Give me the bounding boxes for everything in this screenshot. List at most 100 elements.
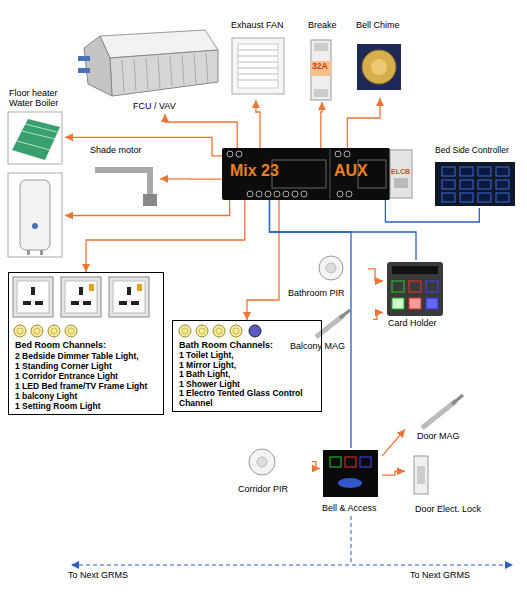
node-label: Bed Side Controller bbox=[435, 146, 509, 156]
bus-line bbox=[72, 516, 512, 565]
main-controller bbox=[344, 151, 350, 157]
push-button bbox=[31, 325, 43, 337]
socket-symbol bbox=[71, 301, 79, 305]
main-controller bbox=[236, 151, 242, 157]
main-controller bbox=[227, 151, 233, 157]
bedside-controller bbox=[496, 167, 509, 176]
main-controller bbox=[394, 178, 408, 188]
connector bbox=[160, 178, 222, 180]
water-boiler bbox=[27, 250, 30, 255]
shade-motor bbox=[95, 170, 157, 206]
connector bbox=[347, 98, 380, 148]
exhaust-fan bbox=[232, 38, 284, 94]
socket-symbol bbox=[13, 277, 149, 317]
bus-line bbox=[351, 516, 352, 565]
door-lock bbox=[417, 466, 425, 484]
main-controller bbox=[265, 191, 271, 197]
bus-label: To Next GRMS bbox=[68, 570, 128, 580]
exhaust-fan bbox=[238, 80, 278, 81]
device-node: Bell Chime bbox=[352, 20, 408, 98]
push-button bbox=[216, 328, 222, 334]
mag-sensor bbox=[316, 315, 344, 337]
bedside-controller bbox=[496, 180, 509, 189]
mag-sensor bbox=[316, 310, 463, 428]
floor-heater bbox=[17, 141, 50, 150]
node-text: AUX bbox=[334, 162, 368, 180]
fcu-unit bbox=[182, 55, 184, 85]
exhaust-fan bbox=[238, 68, 278, 69]
connector bbox=[382, 471, 405, 475]
bell-access-panel bbox=[360, 457, 371, 467]
fcu-unit bbox=[146, 58, 148, 89]
push-button bbox=[249, 325, 261, 337]
bedside-controller bbox=[442, 167, 455, 176]
device-node: Mix 23AUXELCB bbox=[222, 148, 412, 200]
socket-symbol bbox=[17, 281, 49, 313]
node-text: 1 Bath Light, bbox=[179, 370, 230, 380]
push-button bbox=[230, 325, 242, 337]
push-button bbox=[68, 328, 74, 334]
device-node: Breake32A bbox=[305, 20, 339, 102]
floor-heater bbox=[8, 112, 62, 164]
bedside-controller bbox=[478, 193, 491, 202]
breaker-symbol bbox=[311, 40, 331, 100]
pir-sensor bbox=[319, 256, 343, 280]
device-node: Door Elect. Lock bbox=[405, 452, 505, 516]
floor-heater bbox=[8, 112, 62, 164]
main-controller bbox=[274, 191, 280, 197]
push-button bbox=[179, 325, 191, 337]
device-node: Shade motor bbox=[88, 145, 160, 210]
socket-symbol bbox=[31, 287, 35, 295]
node-text: 1 Mirror Light, bbox=[179, 361, 236, 371]
node-label: Bell Chime bbox=[356, 20, 400, 30]
node-label: Floor heater Water Boiler bbox=[9, 88, 67, 109]
bedside-controller bbox=[435, 162, 515, 206]
push-button bbox=[14, 325, 26, 337]
breaker-symbol bbox=[314, 43, 328, 51]
connector bbox=[373, 313, 383, 320]
bell-chime bbox=[357, 44, 401, 90]
exhaust-fan bbox=[232, 38, 284, 94]
water-boiler bbox=[32, 223, 38, 229]
push-button bbox=[34, 328, 40, 334]
door-lock bbox=[414, 456, 428, 494]
node-text: 1 Standing Corner Light bbox=[15, 362, 112, 372]
pir-sensor bbox=[326, 263, 336, 273]
exhaust-fan bbox=[238, 50, 278, 51]
bedside-controller bbox=[460, 167, 473, 176]
connector bbox=[165, 114, 237, 148]
shade-motor bbox=[143, 194, 157, 206]
socket-symbol bbox=[79, 287, 83, 295]
fcu-unit bbox=[78, 56, 90, 61]
main-controller bbox=[272, 160, 326, 188]
shade-motor bbox=[95, 170, 150, 196]
fcu-unit bbox=[158, 57, 160, 88]
device-node: Exhaust FAN bbox=[228, 20, 290, 100]
main-controller bbox=[330, 149, 331, 199]
device-node: Card Holder bbox=[383, 260, 449, 330]
main-controller bbox=[256, 191, 262, 197]
bell-access-panel bbox=[330, 457, 341, 467]
fcu-unit bbox=[78, 30, 218, 96]
push-button bbox=[17, 328, 239, 334]
card-holder bbox=[392, 298, 404, 309]
push-button bbox=[213, 325, 225, 337]
main-controller bbox=[337, 191, 343, 197]
node-label: Bathroom PIR bbox=[288, 288, 345, 298]
push-button bbox=[233, 328, 239, 334]
bedside-controller bbox=[435, 162, 515, 206]
fcu-unit bbox=[84, 36, 112, 96]
socket-symbol bbox=[13, 277, 53, 317]
bedside-controller bbox=[460, 193, 473, 202]
bell-chime bbox=[371, 59, 387, 75]
push-button bbox=[14, 325, 242, 337]
breaker-symbol bbox=[314, 89, 328, 97]
socket-symbol bbox=[131, 301, 139, 305]
device-node: Bed Side Controller bbox=[432, 146, 518, 208]
node-text: 1 Corridor Entrance Light bbox=[15, 372, 118, 382]
socket-symbol bbox=[83, 301, 91, 305]
node-label: Bell & Access bbox=[322, 503, 377, 513]
node-text: 1 Toilet Light, bbox=[179, 351, 234, 361]
socket-symbol bbox=[35, 301, 43, 305]
exhaust-fan bbox=[238, 50, 278, 80]
